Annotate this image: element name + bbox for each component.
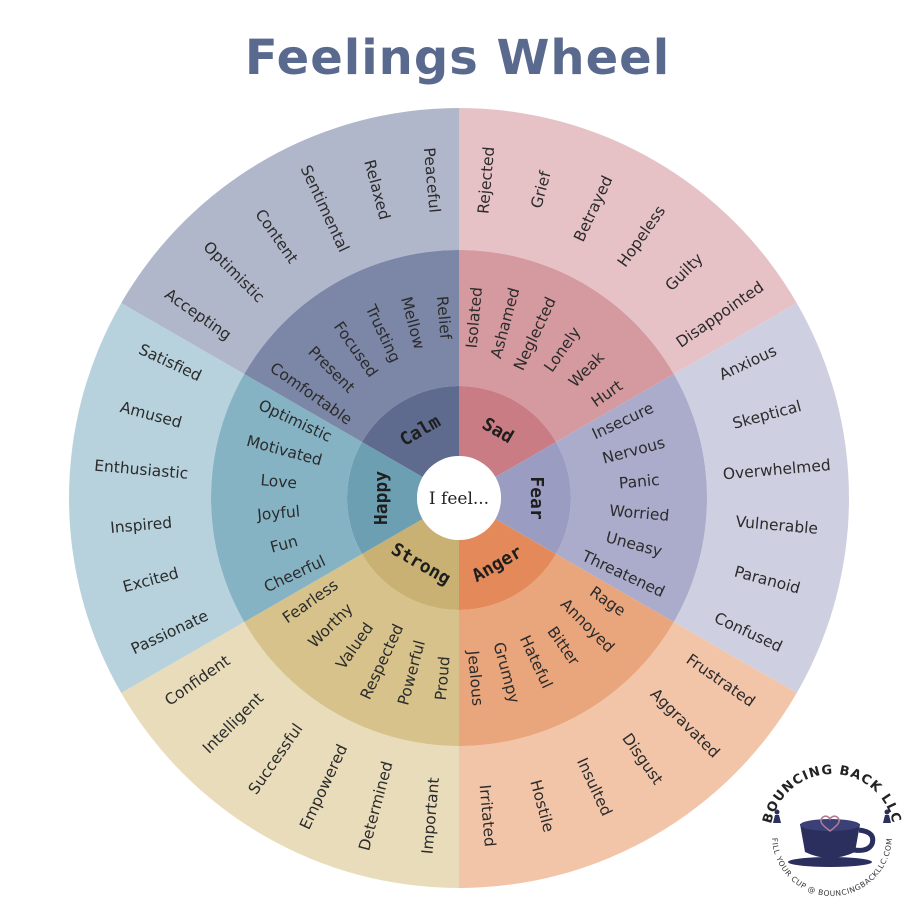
anger-middle-ring [459,554,674,746]
anger-inner-ring [459,519,556,610]
middle-word: Worried [609,502,670,525]
middle-word: Love [260,471,298,492]
logo: BOUNCING BACK LLC FILL YOUR CUP @ BOUNCI… [758,762,906,910]
wheel-rings [68,108,849,889]
outer-word: Peaceful [420,147,444,214]
sad-inner-ring [459,386,556,477]
calm-outer-ring [121,108,459,374]
center-circle [417,456,501,540]
middle-word: Joyful [256,502,301,524]
cup-icon [788,815,876,867]
strong-inner-ring [362,519,459,610]
strong-outer-ring [121,622,459,888]
heart-icon [820,815,840,833]
outer-word: Irritated [476,784,499,848]
anger-outer-ring [459,622,797,889]
core-label-happy: Happy [371,471,392,525]
outer-word: Inspired [109,514,172,537]
strong-middle-ring [244,554,459,746]
figure-icon [773,809,891,823]
core-label-fear: Fear [526,476,547,520]
fear-inner-ring [495,442,572,554]
middle-word: Isolated [463,286,486,349]
happy-inner-ring [346,442,423,554]
sad-outer-ring [459,108,797,374]
middle-word: Proud [432,655,454,701]
sad-middle-ring [459,250,674,442]
middle-word: Panic [618,471,660,492]
middle-word: Relief [433,295,455,340]
fear-middle-ring [555,374,707,622]
center-label: I feel... [429,489,489,509]
calm-inner-ring [362,386,459,477]
outer-word: Rejected [474,146,498,215]
page-title: Feelings Wheel [244,30,671,86]
calm-middle-ring [244,250,459,442]
happy-outer-ring [68,303,245,693]
happy-middle-ring [210,374,363,622]
middle-word: Jealous [464,649,487,707]
fear-outer-ring [673,303,849,693]
